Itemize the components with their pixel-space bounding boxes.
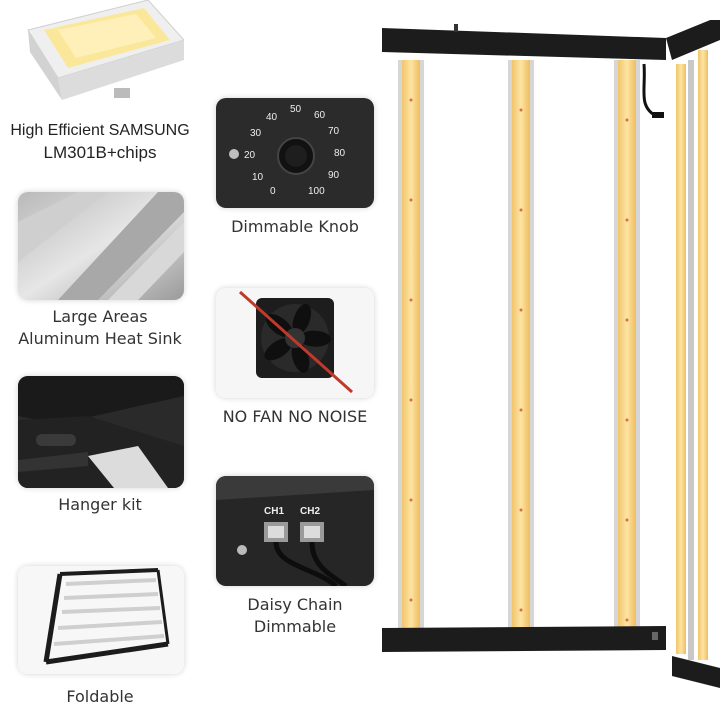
- knob-tick-60: 60: [314, 110, 326, 121]
- heat-sink-line2: Aluminum Heat Sink: [18, 329, 182, 348]
- heat-sink-caption: Large Areas Aluminum Heat Sink: [0, 306, 200, 350]
- knob-tick-50: 50: [290, 104, 302, 115]
- daisy-chain-line1: Daisy Chain: [247, 595, 343, 614]
- knob-tick-70: 70: [328, 126, 340, 137]
- daisy-chain-line2: Dimmable: [253, 617, 337, 636]
- dimmable-knob-caption: Dimmable Knob: [231, 217, 359, 236]
- grow-light-product-image: [376, 20, 720, 720]
- hanger-kit-image: [18, 376, 184, 488]
- knob-tick-10: 10: [252, 172, 264, 183]
- heat-sink-image: [18, 192, 184, 300]
- knob-tick-30: 30: [250, 128, 262, 139]
- knob-tick-90: 90: [328, 170, 340, 181]
- foldable-image: [18, 566, 184, 674]
- daisy-chain-image: CH1 CH2: [216, 476, 374, 586]
- ch2-label: CH2: [300, 506, 321, 517]
- ch1-label: CH1: [264, 506, 285, 517]
- samsung-line1: High Efficient SAMSUNG: [10, 122, 190, 139]
- foldable-caption: Foldable: [66, 687, 134, 706]
- heat-sink-line1: Large Areas: [52, 307, 148, 326]
- knob-tick-20: 20: [244, 150, 256, 161]
- samsung-line2: LM301B+chips: [43, 143, 157, 162]
- daisy-chain-caption: Daisy Chain Dimmable: [200, 594, 390, 638]
- samsung-chip-image: [18, 0, 184, 108]
- no-fan-caption: NO FAN NO NOISE: [222, 407, 368, 426]
- samsung-chip-caption: High Efficient SAMSUNG LM301B+chips: [0, 120, 200, 164]
- knob-tick-40: 40: [266, 112, 278, 123]
- no-fan-image: [216, 288, 374, 398]
- hanger-kit-caption: Hanger kit: [58, 495, 142, 514]
- knob-tick-100: 100: [308, 186, 325, 197]
- knob-tick-80: 80: [334, 148, 346, 159]
- knob-tick-0: 0: [270, 186, 276, 197]
- dimmable-knob-image: 0 10 20 30 40 50 60 70 80 90 100: [216, 98, 374, 208]
